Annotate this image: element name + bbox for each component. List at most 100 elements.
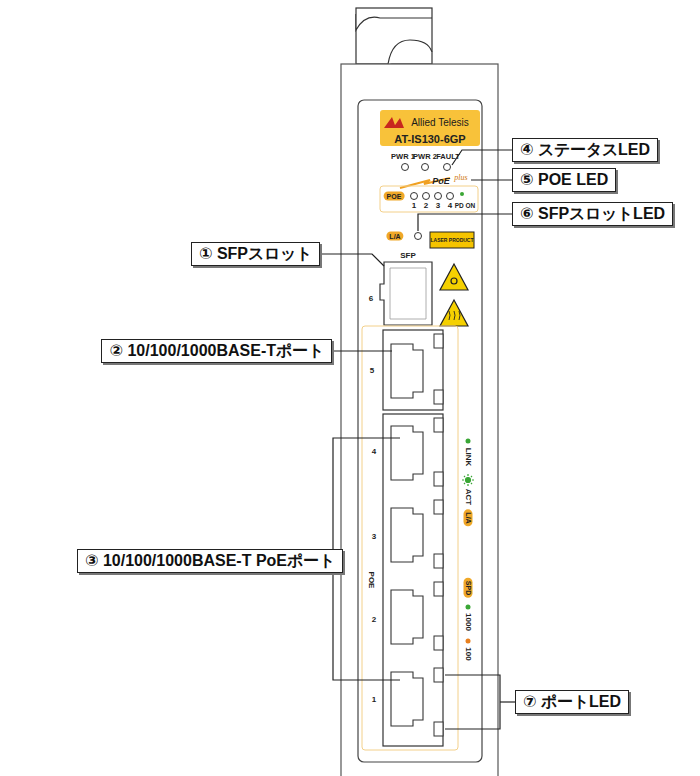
device-label: 100 (464, 647, 472, 660)
device-detail (391, 508, 423, 562)
device-detail (356, 8, 432, 64)
device-detail (451, 278, 457, 284)
callout-text: ⑥ SFPスロットLED (520, 205, 665, 222)
device-detail (423, 193, 430, 200)
device-detail (434, 554, 443, 568)
callout-text: ⑦ ポートLED (523, 693, 621, 710)
led-badge: L/A (386, 232, 403, 241)
faceplate (358, 100, 482, 762)
device-detail (445, 675, 500, 729)
device-detail (434, 500, 443, 514)
leader-lines (320, 150, 515, 729)
led-badge: POE (384, 192, 405, 201)
rj45-ports (391, 344, 423, 726)
din-clip (356, 8, 432, 64)
status-leds (402, 164, 451, 171)
device-detail (435, 193, 442, 200)
device-label: 1 (412, 202, 416, 210)
port-frame (362, 326, 458, 750)
callout-text: ② 10/100/1000BASE-Tポート (109, 342, 324, 359)
device-detail (422, 164, 429, 171)
callout-box: ① SFPスロット (191, 242, 320, 266)
housing (341, 64, 498, 776)
poe-port-frame (383, 414, 443, 746)
device-detail (356, 14, 432, 30)
laser-label (430, 232, 474, 248)
device-detail (391, 590, 423, 644)
port-leds (434, 334, 443, 736)
brand-logo (384, 117, 404, 128)
callout-text: ⑤ POE LED (520, 171, 608, 188)
device-label: ACT (464, 489, 472, 505)
device-label: 3 (436, 202, 440, 210)
device-detail (444, 164, 451, 171)
device-detail (391, 344, 423, 398)
callout-box: ③ 10/100/1000BASE-T PoEポート (77, 549, 343, 573)
device-detail (320, 254, 384, 266)
speed-1000-dot (466, 605, 471, 610)
callout-text: ③ 10/100/1000BASE-T PoEポート (85, 552, 335, 569)
device-label: 6 (369, 295, 373, 303)
device-label: plus (454, 174, 467, 182)
callout-text: ④ ステータスLED (520, 141, 650, 158)
device-label: 1000 (464, 613, 472, 631)
device-detail (471, 179, 512, 180)
device-detail (434, 668, 443, 682)
led-badge: L/A (464, 509, 473, 526)
device-detail (434, 390, 443, 404)
callout-box: ④ ステータスLED (512, 138, 658, 162)
device-label: 4 (448, 202, 452, 210)
device-detail (333, 438, 400, 680)
device-label: LASER PRODUCT (430, 238, 473, 243)
poe-leds (411, 193, 454, 200)
device-label: AT-IS130-6GP (394, 134, 465, 145)
speed-100-dot (466, 639, 471, 644)
device-detail (440, 300, 468, 326)
device-detail (449, 311, 460, 320)
link-dot (466, 439, 471, 444)
device-detail (434, 472, 443, 486)
port5-frame (383, 330, 443, 410)
device-detail (418, 214, 512, 231)
device-label: 2 (424, 202, 428, 210)
device-label: 5 (370, 367, 374, 375)
device-label: SFP (400, 252, 416, 260)
device-detail (434, 636, 443, 650)
device-detail (466, 478, 471, 483)
poe-frame (380, 186, 478, 212)
device-detail (434, 334, 443, 348)
device-detail (391, 426, 423, 480)
device-detail (332, 350, 392, 351)
sfp-led (415, 233, 422, 240)
device-label: Allied Telesis (411, 118, 469, 128)
warning-symbols (440, 264, 468, 326)
device-label: 4 (372, 448, 376, 456)
sfp-slot-inner (390, 268, 426, 319)
device-label: 2 (372, 616, 376, 624)
device-label: 1 (372, 696, 376, 704)
callout-box: ② 10/100/1000BASE-Tポート (101, 339, 332, 363)
device-detail (411, 193, 418, 200)
device-label: PWR 2 (413, 153, 437, 161)
device-label: FAULT (436, 153, 460, 161)
device-detail (452, 150, 512, 165)
act-star (462, 474, 474, 486)
device-label: PD ON (455, 203, 476, 210)
callout-box: ⑦ ポートLED (515, 690, 629, 714)
device-detail (447, 193, 454, 200)
device-label: PWR 1 (391, 153, 415, 161)
device-detail (388, 40, 432, 64)
device-detail (402, 164, 409, 171)
device-detail (500, 701, 515, 702)
device-label: PoE (432, 177, 450, 186)
sfp-slot (380, 262, 432, 325)
led-badge: SPD (464, 578, 473, 598)
device-detail (434, 582, 443, 596)
callout-text: ① SFPスロット (199, 245, 312, 262)
device-label: POE (367, 572, 375, 589)
device-label: LINK (464, 448, 472, 467)
pd-on-led (460, 192, 464, 196)
device-detail (440, 264, 468, 290)
